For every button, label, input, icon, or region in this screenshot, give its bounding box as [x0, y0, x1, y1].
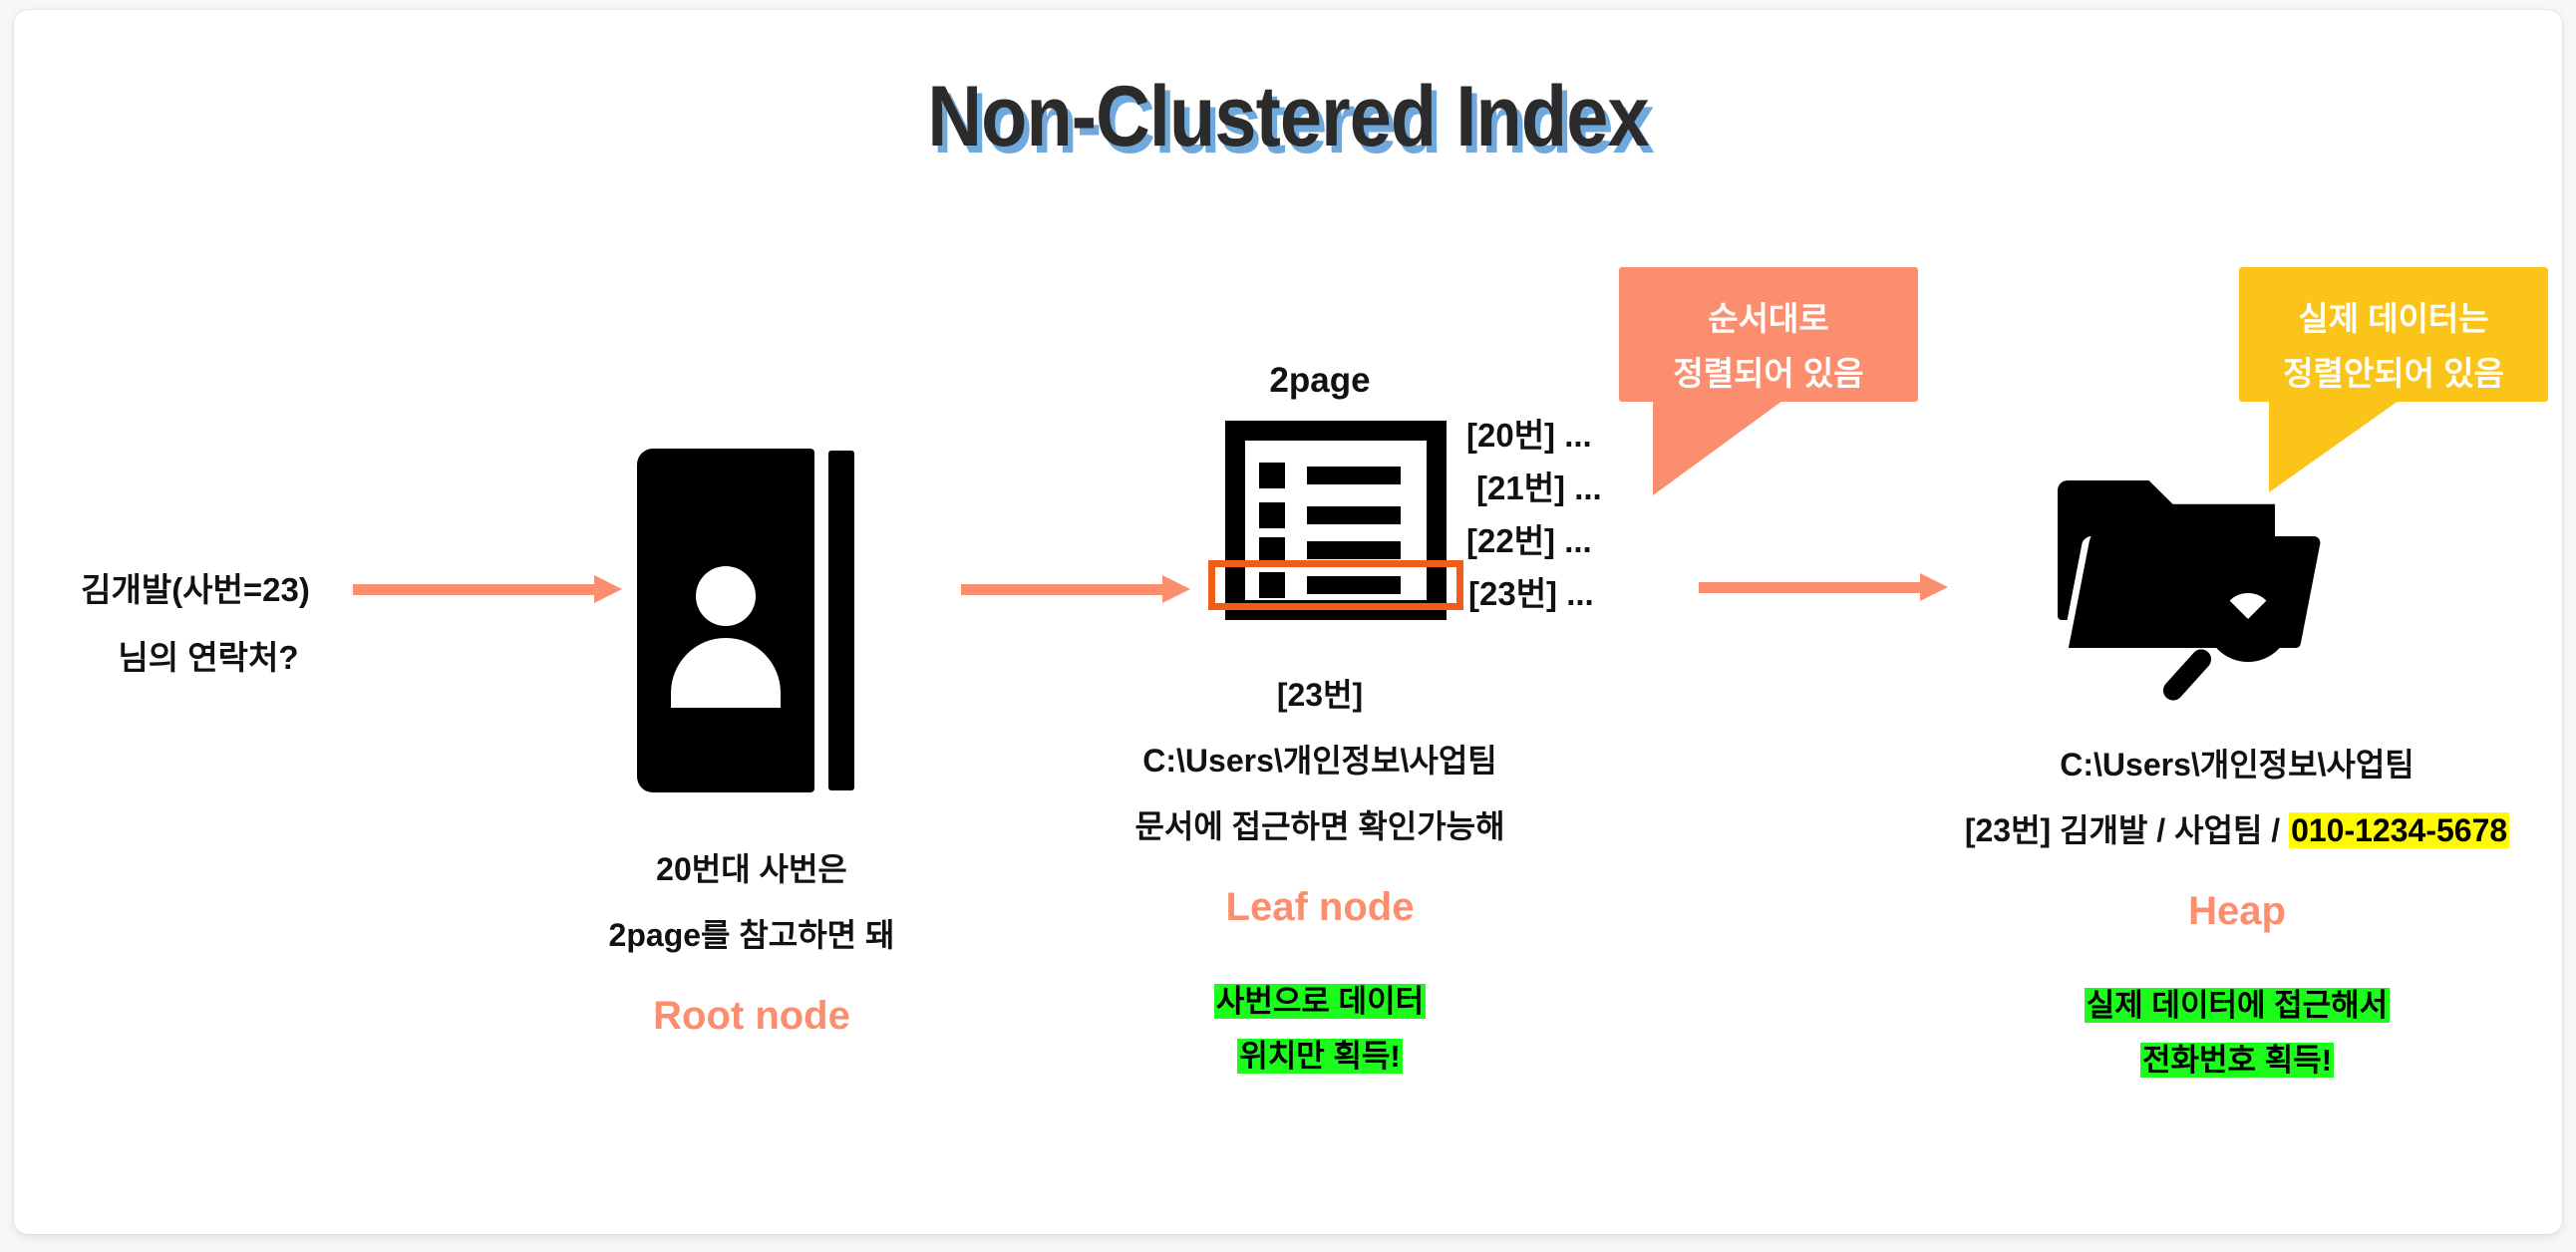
list-row [1245, 537, 1427, 563]
list-bar [1307, 576, 1401, 594]
heap-note-line-2: 전화번호 획득! [2139, 1043, 2335, 1078]
arrow-shaft [1699, 582, 1922, 593]
heap-record-prefix: [23번] 김개발 / 사업팀 / [1964, 812, 2290, 848]
root-node-column: 20번대 사번은 2page를 참고하면 돼 Root node [542, 449, 961, 1039]
list-bullet [1259, 537, 1285, 563]
leaf-entry-item: [22번] ... [1466, 522, 1592, 559]
leaf-entry-item: [20번] ... [1466, 417, 1592, 454]
heap-column: C:\Users\개인정보\사업팀 [23번] 김개발 / 사업팀 / 010-… [1928, 476, 2546, 1088]
heap-caption: C:\Users\개인정보\사업팀 [23번] 김개발 / 사업팀 / 010-… [1928, 732, 2546, 863]
leaf-entry-item: [21번] ... [1476, 470, 1602, 506]
person-head-shape [696, 566, 756, 626]
list-row [1245, 463, 1427, 488]
slide-card: Non-Clustered Index 김개발(사번=23) 님의 연락처? 2… [14, 10, 2562, 1234]
list-bar [1307, 506, 1401, 524]
arrow-leaf-to-heap [1699, 573, 1948, 601]
leaf-node-caption: [23번] C:\Users\개인정보\사업팀 문서에 접근하면 확인가능해 [1036, 662, 1604, 859]
arrow-shaft [353, 584, 596, 595]
address-book-icon [637, 449, 866, 792]
list-bar [1307, 541, 1401, 559]
page-label: 2page [1269, 361, 1371, 400]
list-bullet [1259, 463, 1285, 488]
query-line-1: 김개발(사번=23) [81, 571, 310, 608]
list-row [1245, 572, 1427, 598]
callout-unsorted: 실제 데이터는 정렬안되어 있음 [2239, 267, 2548, 492]
heap-note: 실제 데이터에 접근해서 전화번호 획득! [1928, 978, 2546, 1088]
callout-unsorted-line-2: 정렬안되어 있음 [2283, 355, 2504, 392]
root-caption-line-2: 2page를 참고하면 돼 [608, 917, 895, 953]
leaf-caption-line-1: [23번] [1276, 677, 1364, 713]
folder-search-icon [2056, 476, 2322, 705]
list-document-icon [1225, 421, 1447, 620]
leaf-caption-line-2: C:\Users\개인정보\사업팀 [1142, 743, 1497, 779]
query-text: 김개발(사번=23) 님의 연락처? [28, 556, 367, 692]
callout-tail [1653, 401, 1782, 495]
heap-caption-line-2: [23번] 김개발 / 사업팀 / 010-1234-5678 [1928, 797, 2546, 863]
magnifier-handle [2158, 645, 2216, 705]
arrow-head [594, 575, 622, 603]
phone-number-highlight: 010-1234-5678 [2289, 812, 2510, 848]
arrow-root-to-leaf [961, 575, 1190, 603]
root-node-caption: 20번대 사번은 2page를 참고하면 돼 [542, 836, 961, 968]
heap-note-line-1: 실제 데이터에 접근해서 [2084, 988, 2391, 1023]
leaf-node-column: 2page [1086, 361, 1604, 1084]
root-node-label: Root node [653, 994, 850, 1038]
row-highlight-box [1208, 560, 1463, 610]
leaf-note-line-1: 사번으로 데이터 [1213, 984, 1427, 1019]
arrow-shaft [961, 584, 1164, 595]
leaf-node-note: 사번으로 데이터 위치만 획득! [1036, 974, 1604, 1084]
leaf-node-label: Leaf node [1225, 885, 1415, 929]
list-bar [1307, 467, 1401, 484]
address-book-spine [828, 451, 854, 790]
page-title: Non-Clustered Index [927, 69, 1649, 164]
callout-unsorted-line-1: 실제 데이터는 [2298, 300, 2489, 337]
list-bullet [1259, 502, 1285, 528]
arrow-query-to-root [353, 575, 622, 603]
query-line-2: 님의 연락처? [118, 639, 299, 676]
root-caption-line-1: 20번대 사번은 [656, 851, 847, 887]
callout-tail [2269, 401, 2399, 492]
leaf-caption-line-3: 문서에 접근하면 확인가능해 [1134, 808, 1505, 844]
leaf-entry-list: [20번] ... [21번] ... [22번] ... [23번] ... [1466, 409, 1602, 620]
leaf-icon-wrapper: [20번] ... [21번] ... [22번] ... [23번] ... [1086, 417, 1604, 640]
leaf-note-line-2: 위치만 획득! [1237, 1039, 1403, 1074]
callout-sorted: 순서대로 정렬되어 있음 [1619, 267, 1918, 495]
list-row [1245, 502, 1427, 528]
arrow-head [1920, 573, 1948, 601]
arrow-head [1162, 575, 1190, 603]
heap-label: Heap [2188, 889, 2286, 933]
list-bullet [1259, 572, 1285, 598]
callout-sorted-line-1: 순서대로 [1708, 300, 1829, 337]
callout-sorted-line-2: 정렬되어 있음 [1673, 355, 1864, 392]
heap-caption-line-1: C:\Users\개인정보\사업팀 [2060, 747, 2415, 782]
leaf-entry-item: [23번] ... [1468, 575, 1594, 612]
